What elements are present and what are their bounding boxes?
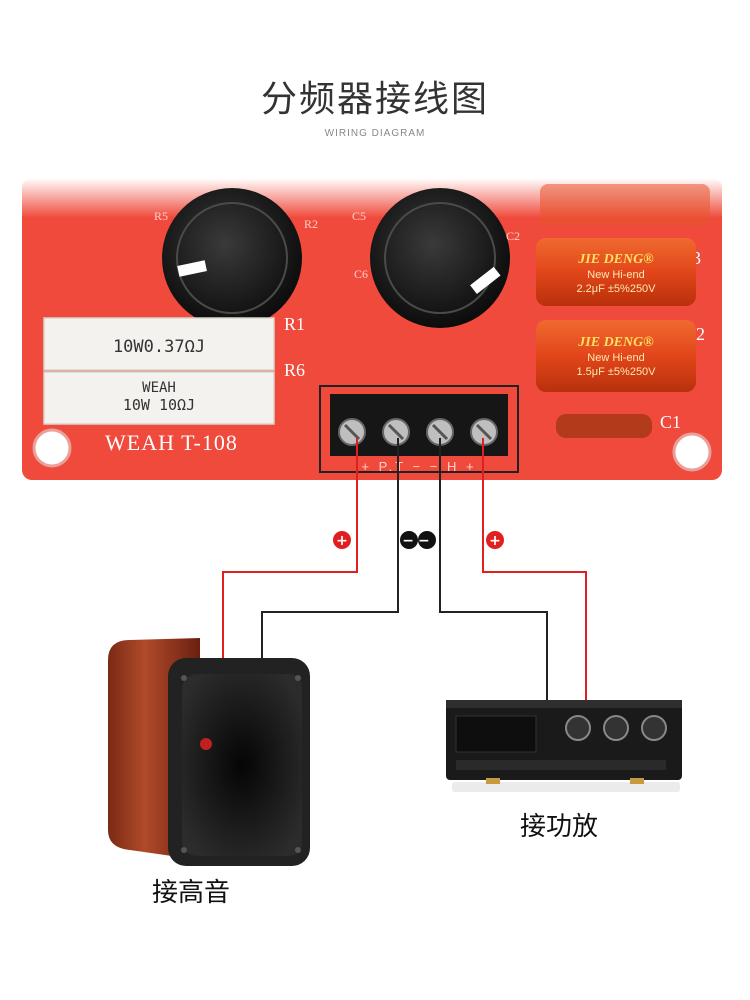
capacitor-top-value: 2.2μF ±5%250V bbox=[576, 283, 656, 295]
polarity-plus-left-label: + bbox=[336, 533, 348, 549]
resistor-bottom-label: 10W 10ΩJ bbox=[123, 396, 195, 414]
silk-c5: C5 bbox=[352, 209, 366, 223]
small-capacitor bbox=[556, 414, 652, 438]
silk-c6: C6 bbox=[354, 267, 368, 281]
wires bbox=[222, 438, 587, 700]
silk-r6: R6 bbox=[284, 360, 305, 380]
silk-2: 2 bbox=[696, 324, 705, 344]
tweeter-screw-tl bbox=[181, 675, 187, 681]
tweeter-led bbox=[200, 738, 212, 750]
silk-c1: C1 bbox=[660, 412, 681, 432]
amp-knob-2 bbox=[603, 715, 629, 741]
terminal-block: + P.T − − H + bbox=[319, 385, 519, 474]
board-model: WEAH T-108 bbox=[105, 430, 238, 455]
resistor-top: 10W0.37ΩJ bbox=[43, 317, 275, 371]
amp-display bbox=[455, 715, 537, 753]
polarity-minus-pair: −− bbox=[400, 531, 436, 549]
capacitor-top-line: New Hi-end bbox=[587, 269, 644, 281]
capacitor-bottom: JIE DENG® New Hi-end 1.5μF ±5%250V bbox=[536, 320, 696, 392]
tweeter-speaker bbox=[108, 638, 310, 866]
amp-reflection bbox=[452, 782, 680, 792]
screw-4 bbox=[470, 418, 498, 446]
amp-foot-right bbox=[630, 778, 644, 784]
knob-left bbox=[162, 188, 302, 328]
terminal-label: + P.T − − H + bbox=[361, 459, 476, 474]
resistor-bottom: WEAH 10W 10ΩJ bbox=[43, 371, 275, 425]
capacitor-bottom-value: 1.5μF ±5%250V bbox=[576, 366, 656, 378]
screw-3 bbox=[426, 418, 454, 446]
amp-knob-3 bbox=[641, 715, 667, 741]
amp-knob-1 bbox=[565, 715, 591, 741]
capacitor-partial bbox=[540, 184, 710, 226]
resistor-top-label: 10W0.37ΩJ bbox=[113, 337, 205, 357]
tweeter-screw-br bbox=[295, 847, 301, 853]
polarity-minus-pair-label: −− bbox=[402, 533, 433, 549]
mount-hole-left bbox=[32, 428, 72, 468]
capacitor-top: JIE DENG® New Hi-end 2.2μF ±5%250V bbox=[536, 238, 696, 306]
resistor-bottom-brand: WEAH bbox=[142, 380, 176, 396]
tweeter-horn bbox=[182, 674, 302, 856]
screw-2 bbox=[382, 418, 410, 446]
wire-amp-positive bbox=[482, 438, 587, 700]
knob-right bbox=[370, 188, 510, 328]
silk-r2: R2 bbox=[304, 217, 318, 231]
amp-top-edge bbox=[446, 700, 682, 708]
amplifier-caption: 接功放 bbox=[520, 812, 599, 842]
tweeter-screw-bl bbox=[181, 847, 187, 853]
tweeter-caption: 接高音 bbox=[152, 878, 231, 908]
polarity-plus-right-label: + bbox=[489, 533, 501, 549]
amp-foot-left bbox=[486, 778, 500, 784]
amp-button-row bbox=[456, 760, 666, 770]
capacitor-bottom-brand: JIE DENG® bbox=[577, 335, 654, 350]
page-title: 分频器接线图 bbox=[260, 79, 489, 120]
wire-tweeter-negative bbox=[261, 438, 399, 682]
silk-3: 3 bbox=[692, 248, 701, 268]
tweeter-screw-tr bbox=[295, 675, 301, 681]
capacitor-top-brand: JIE DENG® bbox=[577, 252, 654, 267]
wire-amp-negative bbox=[439, 438, 548, 700]
silk-r5: R5 bbox=[154, 209, 168, 223]
silk-c2: C2 bbox=[506, 229, 520, 243]
page-subtitle: WIRING DIAGRAM bbox=[324, 128, 426, 139]
wire-tweeter-positive bbox=[222, 438, 358, 682]
mount-hole-right bbox=[672, 432, 712, 472]
silk-r1: R1 bbox=[284, 314, 305, 334]
capacitor-bottom-line: New Hi-end bbox=[587, 352, 644, 364]
amplifier bbox=[446, 700, 682, 792]
crossover-board: R5 R2 C5 C2 C6 R1 R6 3 2 C1 WEAH T-108 1… bbox=[22, 178, 722, 480]
polarity-plus-right: + bbox=[486, 531, 504, 549]
screw-1 bbox=[338, 418, 366, 446]
polarity-plus-left: + bbox=[333, 531, 351, 549]
